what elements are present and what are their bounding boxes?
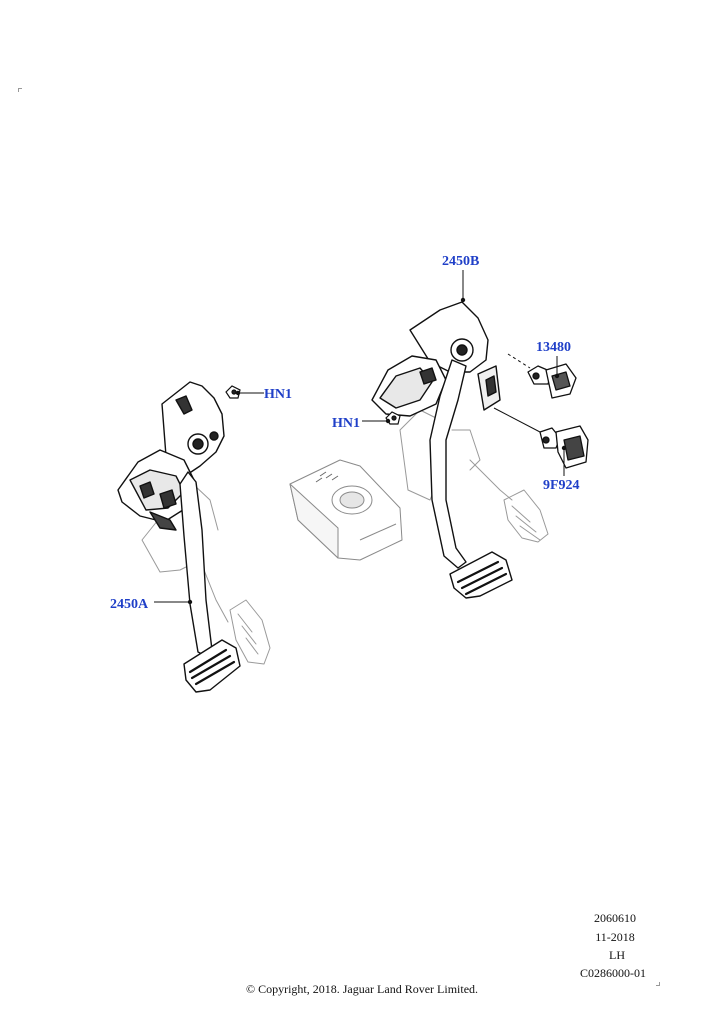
diagram-side: LH <box>609 948 625 962</box>
bracket-right <box>371 301 501 417</box>
callout-2450a[interactable]: 2450A <box>110 597 149 612</box>
ghost-pedal-right <box>399 409 549 543</box>
callout-13480[interactable]: 13480 <box>536 340 571 355</box>
bracket-left <box>117 381 225 531</box>
pedal-assembly-2450a <box>117 381 271 693</box>
callout-hn1-right[interactable]: HN1 <box>332 416 360 431</box>
pedal-arm-right <box>429 359 467 569</box>
registration-mark-top-left <box>18 88 22 92</box>
diagram-reference: C0286000-01 <box>580 966 646 980</box>
diagram-date: 11-2018 <box>595 930 635 944</box>
leader-dots <box>187 297 567 605</box>
guide-line-switch <box>507 353 531 369</box>
gear-selector-module <box>289 459 403 561</box>
pedal-assembly-2450b <box>371 301 549 599</box>
guide-line-sensor <box>493 407 541 433</box>
registration-mark-bottom-right <box>656 982 660 986</box>
pedal-pad-right <box>449 551 513 599</box>
callout-hn1-left[interactable]: HN1 <box>264 387 292 402</box>
brake-switch-13480 <box>527 363 577 399</box>
leader-lines <box>154 270 565 603</box>
callout-9f924[interactable]: 9F924 <box>543 478 580 493</box>
pedal-arm-left <box>179 471 213 657</box>
diagram-number: 2060610 <box>594 911 636 925</box>
callout-2450b[interactable]: 2450B <box>442 254 480 269</box>
copyright-notice: © Copyright, 2018. Jaguar Land Rover Lim… <box>245 982 479 996</box>
pedal-pad-left <box>183 639 241 693</box>
